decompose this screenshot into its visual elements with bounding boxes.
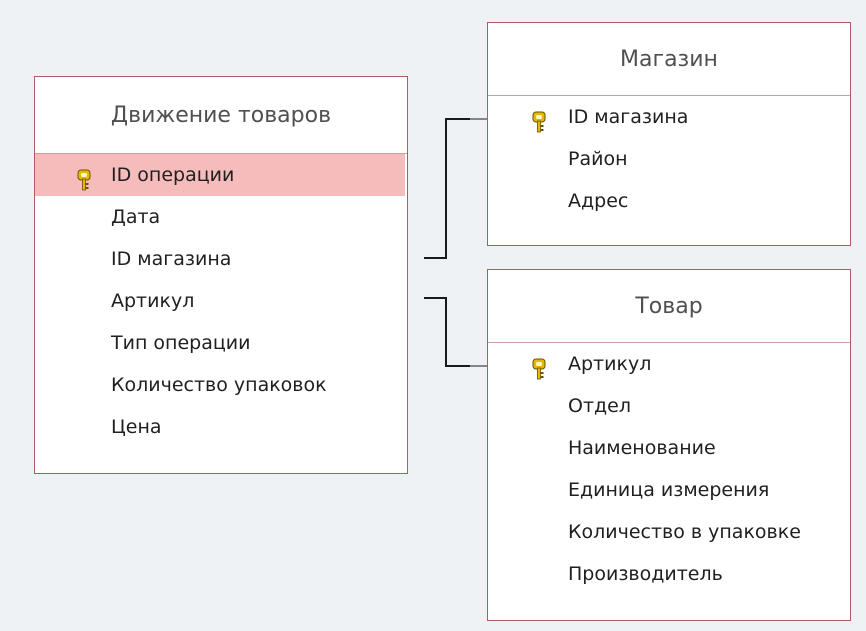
relationship-line-store[interactable] — [424, 118, 470, 259]
field-row[interactable]: Цена — [35, 406, 407, 448]
field-label: Наименование — [568, 437, 716, 459]
field-row[interactable]: ID магазина — [488, 96, 850, 138]
field-label: ID магазина — [111, 248, 232, 270]
field-row[interactable]: Артикул — [35, 280, 407, 322]
field-label: Адрес — [568, 190, 629, 212]
field-label: Цена — [111, 416, 162, 438]
field-label: Артикул — [111, 290, 195, 312]
field-label: Производитель — [568, 563, 723, 585]
key-icon — [532, 353, 546, 380]
field-label: Количество в упаковке — [568, 521, 801, 543]
field-label: ID операции — [111, 164, 235, 186]
table-title[interactable]: Магазин — [488, 23, 850, 96]
key-icon — [77, 164, 91, 191]
field-label: ID магазина — [568, 106, 689, 128]
field-row[interactable]: Тип операции — [35, 322, 407, 364]
field-row[interactable]: Производитель — [488, 553, 850, 595]
field-label: Район — [568, 148, 628, 170]
field-row[interactable]: Единица измерения — [488, 469, 850, 511]
table-title[interactable]: Движение товаров — [35, 77, 407, 154]
field-row[interactable]: Наименование — [488, 427, 850, 469]
field-row[interactable]: Район — [488, 138, 850, 180]
field-label: Единица измерения — [568, 479, 770, 501]
relationship-line-product[interactable] — [424, 297, 470, 367]
field-label: Количество упаковок — [111, 374, 327, 396]
field-row[interactable]: Количество в упаковке — [488, 511, 850, 553]
field-label: Отдел — [568, 395, 631, 417]
field-row[interactable]: Дата — [35, 196, 407, 238]
field-row[interactable]: Артикул — [488, 343, 850, 385]
field-row[interactable]: Количество упаковок — [35, 364, 407, 406]
field-label: Дата — [111, 206, 161, 228]
field-row[interactable]: Отдел — [488, 385, 850, 427]
field-row[interactable]: Адрес — [488, 180, 850, 222]
field-label: Артикул — [568, 353, 652, 375]
table-title[interactable]: Товар — [488, 270, 850, 343]
field-row[interactable]: ID операции — [35, 154, 405, 196]
field-label: Тип операции — [111, 332, 251, 354]
field-row[interactable]: ID магазина — [35, 238, 407, 280]
key-icon — [532, 106, 546, 133]
